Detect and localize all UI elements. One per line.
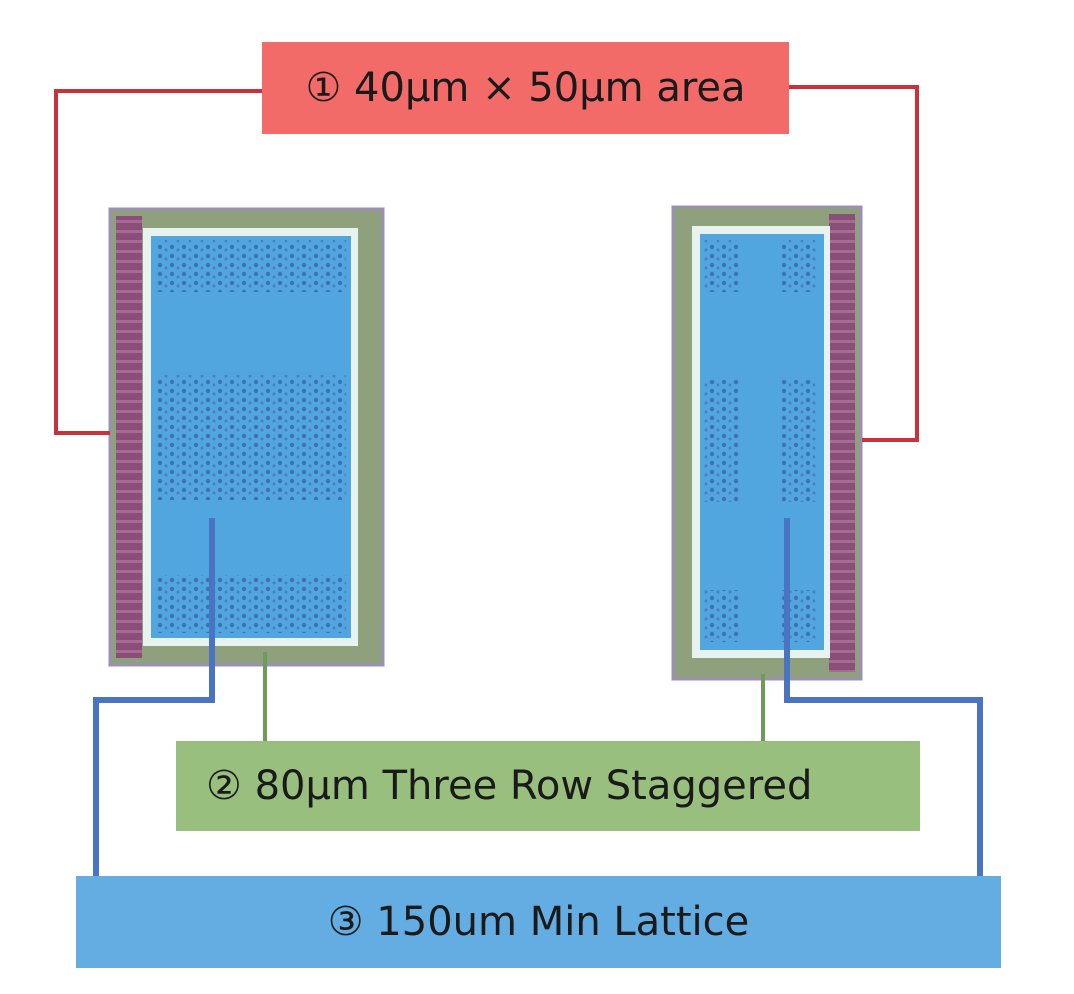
left-chip — [110, 209, 383, 665]
right-chip-dot-col-right-middle — [782, 380, 818, 502]
area-label-text: ① 40μm × 50μm area — [305, 65, 745, 111]
left-chip-dot-row-bottom — [156, 575, 346, 633]
left-chip-dot-row-top — [156, 240, 346, 292]
area-label-box: ① 40μm × 50μm area — [262, 42, 789, 134]
staggered-label-text: ② 80μm Three Row Staggered — [206, 763, 812, 809]
lattice-label-box: ③ 150um Min Lattice — [76, 876, 1001, 968]
lattice-label-text: ③ 150um Min Lattice — [328, 899, 750, 945]
right-chip — [673, 207, 861, 679]
right-chip-stripe — [829, 214, 855, 672]
staggered-label-box: ② 80μm Three Row Staggered — [176, 741, 920, 831]
right-chip-dot-col-left-bottom — [704, 590, 740, 642]
left-chip-stripe — [116, 216, 142, 658]
right-chip-dot-col-left-middle — [704, 380, 740, 502]
right-chip-dot-col-left-top — [704, 240, 740, 292]
right-chip-dot-col-right-top — [782, 240, 818, 292]
left-chip-dot-row-middle — [156, 375, 346, 500]
